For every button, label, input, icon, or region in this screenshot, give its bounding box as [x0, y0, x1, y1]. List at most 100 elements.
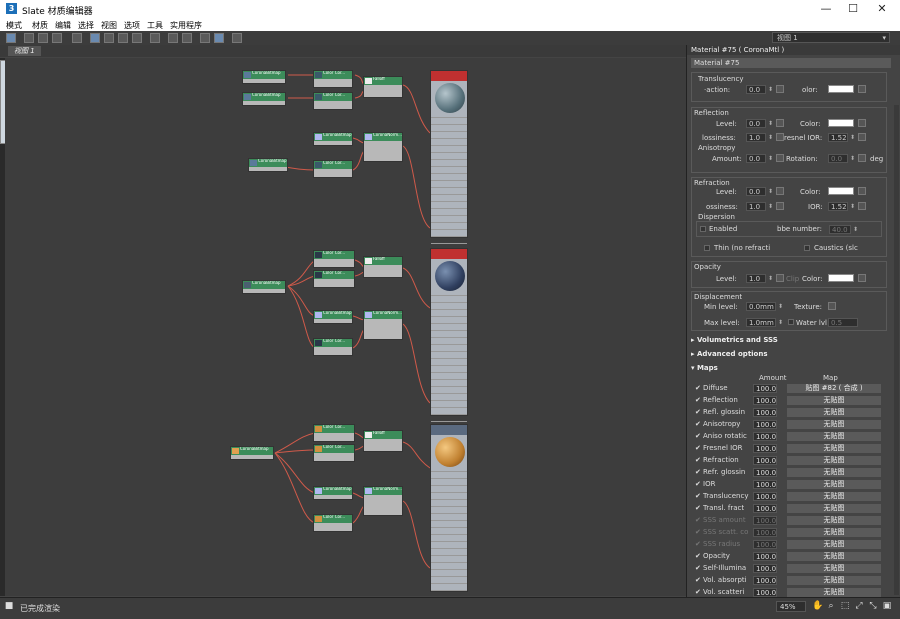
- refr-level-input[interactable]: 0.0: [746, 187, 766, 196]
- fraction-input[interactable]: 0.0: [746, 85, 766, 94]
- color-correct-node[interactable]: Color Cor...: [313, 270, 355, 288]
- spinner-icon[interactable]: ⬍: [768, 203, 774, 210]
- aniso-amount-input[interactable]: 0.0: [746, 154, 766, 163]
- map-amount-input[interactable]: 100.0: [753, 456, 777, 465]
- bitmap-node[interactable]: CoronaBitmap: [313, 132, 353, 146]
- normal-node[interactable]: CoronaNorm...: [363, 310, 403, 340]
- assign-material-icon[interactable]: [38, 33, 48, 43]
- pan-hand-icon[interactable]: ✋: [812, 601, 824, 611]
- map-amount-input[interactable]: 100.0: [753, 492, 777, 501]
- select-tool-icon[interactable]: [6, 33, 16, 43]
- maximize-button[interactable]: ☐: [848, 2, 858, 15]
- map-slot-button[interactable]: 无贴图: [787, 480, 881, 489]
- zoom-level[interactable]: 45%: [776, 601, 806, 612]
- bitmap-node[interactable]: CoronaBitmap: [242, 70, 286, 84]
- spinner-icon[interactable]: ⬍: [853, 226, 859, 233]
- color-correct-node[interactable]: Color Cor...: [313, 514, 353, 532]
- map-amount-input[interactable]: 100.0: [753, 540, 777, 549]
- map-amount-input[interactable]: 100.0: [753, 408, 777, 417]
- zoom-extents-icon[interactable]: ⤢: [855, 601, 863, 611]
- map-button[interactable]: [858, 154, 866, 162]
- spinner-icon[interactable]: ⬍: [768, 134, 774, 141]
- tab-view-1[interactable]: 视图 1: [8, 46, 41, 56]
- ior-input[interactable]: 1.52: [828, 202, 848, 211]
- map-button[interactable]: [776, 202, 784, 210]
- map-amount-input[interactable]: 100.0: [753, 516, 777, 525]
- layout-icon[interactable]: [168, 33, 178, 43]
- color-correct-node[interactable]: Color Cor...: [313, 338, 353, 356]
- menu-view[interactable]: 视图: [101, 21, 117, 30]
- bitmap-node[interactable]: CoronaBitmap: [313, 310, 353, 324]
- refl-color-swatch[interactable]: [828, 119, 854, 127]
- map-slot-button[interactable]: 无贴图: [787, 420, 881, 429]
- fresnel-input[interactable]: 1.52: [828, 133, 848, 142]
- falloff-node[interactable]: Falloff: [363, 430, 403, 452]
- map-button[interactable]: [776, 187, 784, 195]
- map-slot-button[interactable]: 无贴图: [787, 492, 881, 501]
- spinner-icon[interactable]: ⬍: [768, 86, 774, 93]
- zoom-selected-icon[interactable]: ⤡: [869, 601, 877, 611]
- menu-utilities[interactable]: 实用程序: [170, 21, 202, 30]
- map-slot-button[interactable]: 无贴图: [787, 552, 881, 561]
- color-correct-node[interactable]: Color Cor...: [313, 250, 355, 268]
- map-slot-button[interactable]: 无贴图: [787, 564, 881, 573]
- falloff-node[interactable]: Falloff: [363, 256, 403, 278]
- min-level-input[interactable]: 0.0mm: [746, 302, 776, 311]
- bitmap-node[interactable]: CoronaBitmap: [313, 486, 353, 500]
- refr-color-swatch[interactable]: [828, 187, 854, 195]
- spinner-icon[interactable]: ⬍: [768, 155, 774, 162]
- map-enabled-checkbox[interactable]: ✔: [695, 552, 701, 560]
- map-button[interactable]: [858, 274, 866, 282]
- opacity-color-swatch[interactable]: [828, 274, 854, 282]
- spinner-icon[interactable]: ⬍: [850, 134, 856, 141]
- normal-node[interactable]: CoronaNorm...: [363, 486, 403, 516]
- bitmap-node[interactable]: CoronaBitmap: [230, 446, 274, 460]
- map-enabled-checkbox[interactable]: ✔: [695, 420, 701, 428]
- map-slot-button[interactable]: 无贴图: [787, 540, 881, 549]
- map-amount-input[interactable]: 100.0: [753, 504, 777, 513]
- close-button[interactable]: ✕: [877, 2, 887, 15]
- map-button[interactable]: [828, 302, 836, 310]
- map-slot-button[interactable]: 无贴图: [787, 516, 881, 525]
- map-slot-button[interactable]: 无贴图: [787, 504, 881, 513]
- node-canvas[interactable]: CoronaBitmap CoronaBitmap Color Cor... C…: [5, 58, 686, 596]
- background-icon[interactable]: [118, 33, 128, 43]
- map-enabled-checkbox[interactable]: ✔: [695, 468, 701, 476]
- aniso-rotation-input[interactable]: 0.0: [828, 154, 848, 163]
- max-level-input[interactable]: 1.0mm: [746, 318, 776, 327]
- spinner-icon[interactable]: ⬍: [768, 275, 774, 282]
- refl-gloss-input[interactable]: 1.0: [746, 133, 766, 142]
- abbe-input[interactable]: 40.0: [829, 225, 851, 234]
- bitmap-node[interactable]: CoronaBitmap: [242, 92, 286, 106]
- map-amount-input[interactable]: 100.0: [753, 468, 777, 477]
- map-amount-input[interactable]: 100.0: [753, 552, 777, 561]
- map-slot-button[interactable]: 无贴图: [787, 444, 881, 453]
- map-button[interactable]: [858, 133, 866, 141]
- minimize-button[interactable]: —: [820, 2, 832, 15]
- map-enabled-checkbox[interactable]: ✔: [695, 588, 701, 596]
- navigator-icon[interactable]: [232, 33, 242, 43]
- checker-icon[interactable]: [132, 33, 142, 43]
- color-correct-node[interactable]: Color Cor...: [313, 70, 353, 88]
- map-slot-button[interactable]: 无贴图: [787, 588, 881, 597]
- map-button[interactable]: [858, 85, 866, 93]
- map-button[interactable]: [776, 85, 784, 93]
- parameter-editor-icon[interactable]: [200, 33, 210, 43]
- caustics-checkbox[interactable]: [804, 245, 810, 251]
- thin-checkbox[interactable]: [704, 245, 710, 251]
- reset-icon[interactable]: [52, 33, 62, 43]
- map-enabled-checkbox[interactable]: ✔: [695, 396, 701, 404]
- color-correct-node[interactable]: Color Cor...: [313, 160, 353, 178]
- rollout-volumetrics[interactable]: ▸ Volumetrics and SSS: [691, 335, 887, 346]
- map-slot-button[interactable]: 无贴图: [787, 576, 881, 585]
- map-amount-input[interactable]: 100.0: [753, 396, 777, 405]
- map-slot-button[interactable]: 无贴图: [787, 456, 881, 465]
- map-enabled-checkbox[interactable]: ✔: [695, 480, 701, 488]
- spinner-icon[interactable]: ⬍: [778, 303, 784, 310]
- show-shaded-icon[interactable]: [104, 33, 114, 43]
- falloff-node[interactable]: Falloff: [363, 76, 403, 98]
- menu-material[interactable]: 材质: [32, 21, 48, 30]
- map-amount-input[interactable]: 100.0: [753, 528, 777, 537]
- view-dropdown[interactable]: 视图 1 ▾: [772, 32, 890, 43]
- map-button[interactable]: [776, 119, 784, 127]
